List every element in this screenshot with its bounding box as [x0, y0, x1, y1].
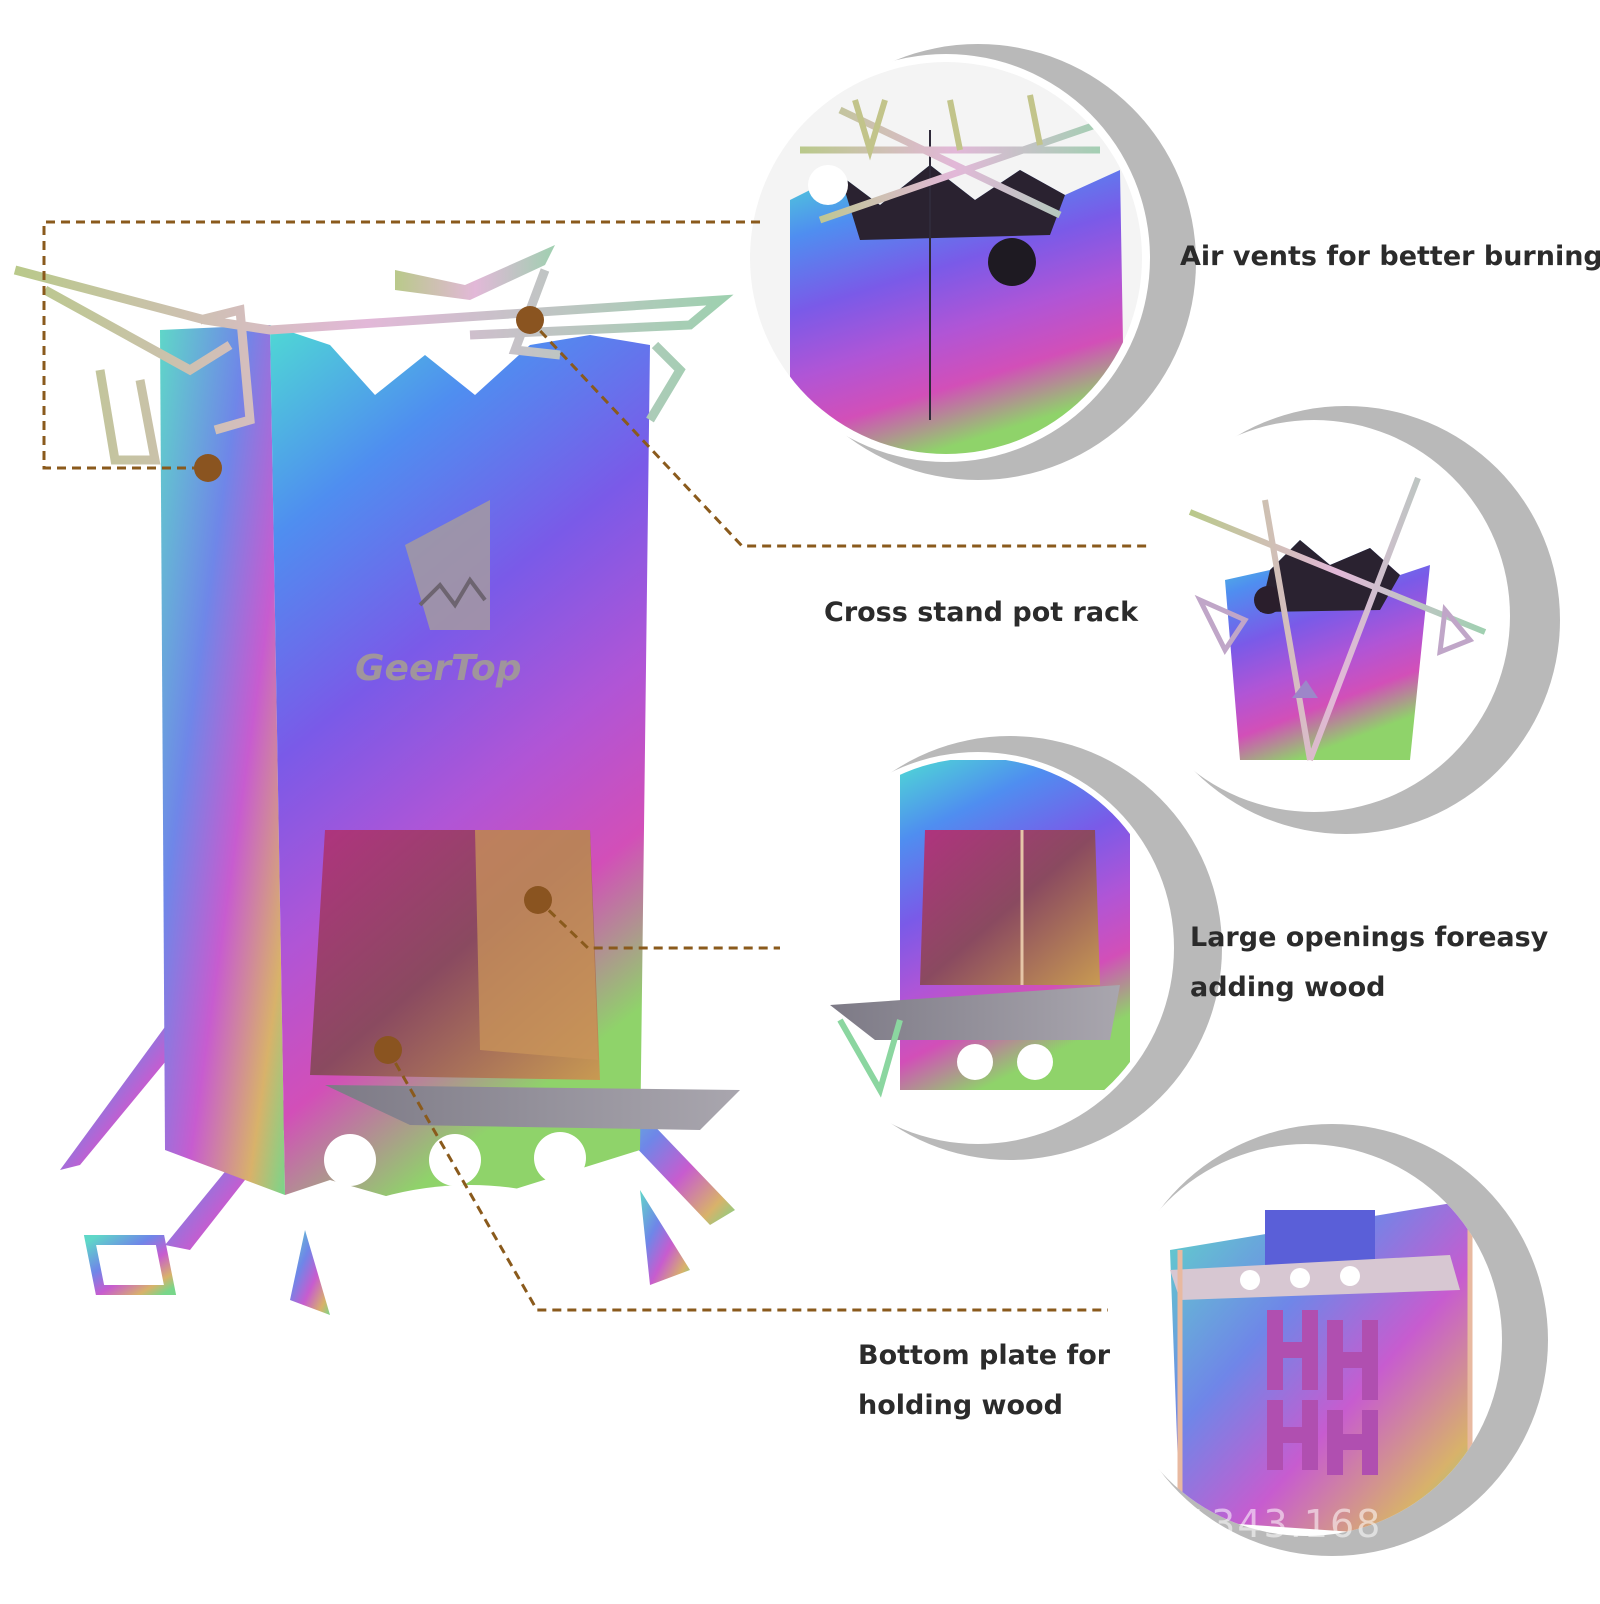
- leader-lines: [42, 220, 1150, 1312]
- main-stove: [13, 245, 740, 1315]
- watermark: 1343.168: [1185, 1502, 1383, 1546]
- callout-text-line-2: holding wood: [858, 1390, 1063, 1421]
- leader-dots: [194, 306, 552, 1064]
- detail-circle-bottom-plate: [1110, 1144, 1502, 1536]
- callout-bottom-plate: Bottom plate for holding wood: [858, 1331, 1110, 1431]
- detail-circle-large-openings: [782, 752, 1174, 1144]
- callout-air-vents: Air vents for better burning: [1180, 232, 1600, 282]
- callout-text-line-1: Large openings foreasy: [1190, 922, 1549, 953]
- detail-circle-air-vents: [742, 54, 1150, 462]
- callout-large-openings: Large openings foreasy adding wood: [1190, 913, 1548, 1013]
- callout-text: Cross stand pot rack: [824, 597, 1139, 628]
- detail-circle-cross-stand: [1118, 420, 1510, 812]
- callout-cross-stand: Cross stand pot rack: [824, 588, 1138, 638]
- callout-text-line-1: Bottom plate for: [858, 1340, 1111, 1371]
- callout-text-line-2: adding wood: [1190, 972, 1386, 1003]
- callout-text: Air vents for better burning: [1180, 241, 1600, 272]
